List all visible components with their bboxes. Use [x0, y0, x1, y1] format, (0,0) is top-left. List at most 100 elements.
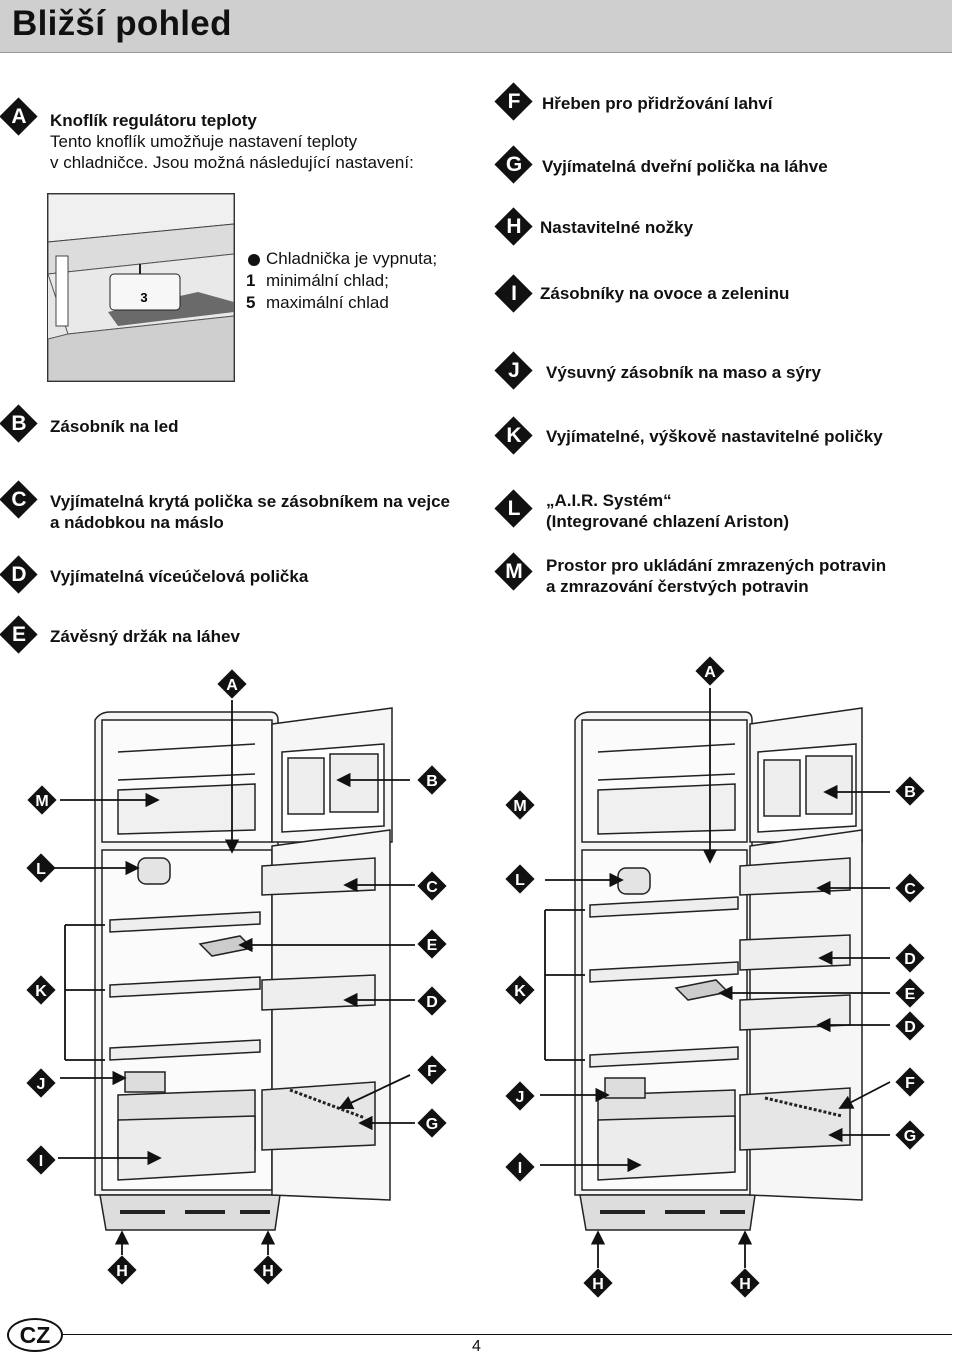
badge-a: A: [0, 97, 38, 136]
svg-text:L: L: [36, 861, 46, 878]
badge-d: D: [0, 555, 38, 594]
callout-l-left: L: [26, 853, 56, 883]
svg-text:I: I: [39, 1153, 43, 1170]
thermostat-illustration: 3: [47, 193, 235, 382]
callout-h-right-1: H: [583, 1268, 613, 1298]
callout-d-right-1: D: [895, 943, 925, 973]
callout-f-left: F: [417, 1055, 447, 1085]
callout-m-left: M: [27, 785, 57, 815]
fridge-right: [574, 707, 863, 1231]
svg-text:A: A: [226, 677, 238, 694]
item-h-text: Nastavitelné nožky: [540, 218, 694, 237]
item-e-text: Závěsný držák na láhev: [50, 627, 240, 646]
svg-text:G: G: [426, 1116, 438, 1133]
item-l-line-1: „A.I.R. Systém“: [546, 491, 672, 510]
svg-text:L: L: [515, 872, 525, 889]
svg-text:H: H: [262, 1263, 274, 1280]
badge-i: I: [494, 274, 533, 313]
svg-text:M: M: [513, 798, 526, 815]
svg-text:E: E: [427, 937, 438, 954]
svg-text:J: J: [516, 1089, 525, 1106]
callout-a-left: A: [217, 669, 247, 699]
item-l-line-2: (Integrované chlazení Ariston): [546, 512, 790, 531]
callout-c-left: C: [417, 871, 447, 901]
item-b-text: Zásobník na led: [50, 417, 179, 436]
page-title: Bližší pohled: [12, 4, 232, 43]
item-c-line-2: a nádobkou na máslo: [50, 513, 224, 532]
callout-m-right: M: [505, 790, 535, 820]
svg-text:H: H: [739, 1276, 751, 1293]
page-number: 4: [472, 1338, 481, 1355]
legend-row-off: Chladnička je vypnuta;: [246, 248, 437, 270]
svg-text:D: D: [426, 994, 438, 1011]
callout-l-right: L: [505, 864, 535, 894]
svg-text:F: F: [905, 1075, 915, 1092]
badge-j: J: [494, 351, 533, 390]
callout-d-left: D: [417, 986, 447, 1016]
callout-k-left: K: [26, 975, 56, 1005]
svg-text:E: E: [905, 986, 916, 1003]
svg-text:C: C: [904, 881, 916, 898]
svg-text:F: F: [427, 1063, 437, 1080]
off-dot-icon: [248, 253, 260, 266]
callout-i-left: I: [26, 1145, 56, 1175]
item-d-text: Vyjímatelná víceúčelová polička: [50, 567, 309, 586]
badge-f: F: [494, 82, 533, 121]
badge-e: E: [0, 615, 38, 654]
svg-text:H: H: [592, 1276, 604, 1293]
callouts-left: A M B L C E K D F J G I H H: [26, 669, 447, 1285]
badge-c: C: [0, 480, 38, 519]
svg-text:G: G: [904, 1128, 916, 1145]
svg-text:A: A: [704, 664, 716, 681]
callout-h-left-1: H: [107, 1255, 137, 1285]
svg-text:B: B: [426, 773, 438, 790]
callouts-right: A M B L C D K E D F J G I H H: [505, 656, 925, 1298]
svg-text:H: H: [116, 1263, 128, 1280]
svg-text:K: K: [35, 983, 47, 1000]
callout-g-left: G: [417, 1108, 447, 1138]
callout-g-right: G: [895, 1120, 925, 1150]
item-m-line-1: Prostor pro ukládání zmrazených potravin: [546, 556, 887, 575]
badge-k: K: [494, 416, 533, 455]
callout-e-right: E: [895, 978, 925, 1008]
country-badge: CZ: [7, 1318, 63, 1352]
svg-text:K: K: [514, 983, 526, 1000]
svg-text:I: I: [518, 1160, 522, 1177]
callout-d-right-2: D: [895, 1011, 925, 1041]
badge-h: H: [494, 207, 533, 246]
svg-text:B: B: [904, 784, 916, 801]
badge-m: M: [494, 552, 533, 591]
badge-g: G: [494, 145, 533, 184]
item-a-desc-2: v chladničce. Jsou možná následující nas…: [50, 153, 414, 172]
svg-text:J: J: [37, 1076, 46, 1093]
item-j-text: Výsuvný zásobník na maso a sýry: [546, 363, 821, 382]
callout-a-right: A: [695, 656, 725, 686]
thermostat-dial-value: 3: [140, 290, 147, 305]
fridge-diagrams: A M B L C E K D F J G I H H A M B L C D …: [26, 656, 925, 1298]
item-g-text: Vyjímatelná dveřní polička na láhve: [542, 157, 828, 176]
svg-text:D: D: [904, 951, 916, 968]
callout-b-right: B: [895, 776, 925, 806]
footer-divider: [62, 1334, 952, 1335]
item-i-text: Zásobníky na ovoce a zeleninu: [540, 284, 790, 303]
callout-b-left: B: [417, 765, 447, 795]
svg-text:C: C: [426, 879, 438, 896]
fridge-left: [94, 707, 393, 1231]
item-m-line-2: a zmrazování čerstvých potravin: [546, 577, 809, 596]
item-k-text: Vyjímatelné, výškově nastavitelné poličk…: [546, 427, 883, 446]
badge-b: B: [0, 404, 38, 443]
item-f-text: Hřeben pro přidržování lahví: [542, 94, 773, 113]
item-c-line-1: Vyjímatelná krytá polička se zásobníkem …: [50, 492, 451, 511]
item-a-title: Knoflík regulátoru teploty: [50, 111, 257, 130]
callout-h-left-2: H: [253, 1255, 283, 1285]
item-a-desc-1: Tento knoflík umožňuje nastavení teploty: [50, 132, 358, 151]
callout-h-right-2: H: [730, 1268, 760, 1298]
page-header: Bližší pohled: [0, 0, 952, 53]
callout-f-right: F: [895, 1067, 925, 1097]
callout-k-right: K: [505, 975, 535, 1005]
callout-j-right: J: [505, 1081, 535, 1111]
callout-e-left: E: [417, 929, 447, 959]
svg-text:D: D: [904, 1019, 916, 1036]
